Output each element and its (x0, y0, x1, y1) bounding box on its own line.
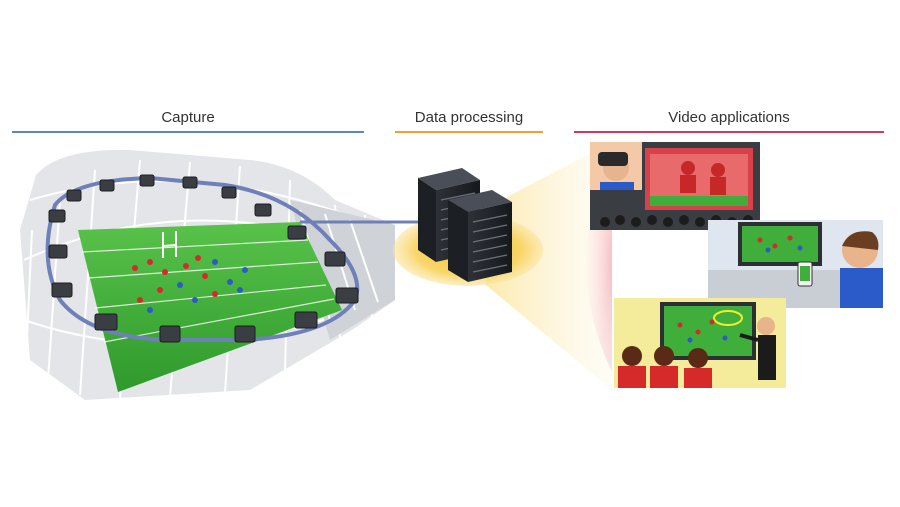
camera-icon (221, 186, 237, 199)
camera-icon (159, 325, 181, 343)
camera-icon (51, 282, 73, 298)
camera-icon (294, 311, 318, 329)
camera-icon (254, 203, 272, 217)
camera-icon (335, 287, 359, 304)
camera-icon (324, 251, 346, 267)
data-beam (486, 142, 612, 390)
camera-icon (182, 176, 198, 189)
video-applications-underline (574, 131, 884, 133)
vr-headset-icon (598, 152, 628, 166)
camera-icon (139, 174, 155, 187)
camera-icon (66, 189, 82, 202)
camera-icon (99, 179, 115, 192)
data-processing-underline (395, 131, 543, 133)
video-applications-title: Video applications (668, 109, 790, 126)
data-processing-title: Data processing (414, 109, 524, 126)
display-icon (664, 306, 752, 356)
players (132, 255, 248, 313)
capture-underline (12, 131, 364, 133)
vr-viewing-scene (590, 142, 760, 230)
goal-posts (162, 231, 177, 258)
smartphone-viewing-scene (708, 220, 883, 308)
team-analysis-scene (614, 298, 786, 388)
camera-icon (234, 325, 256, 343)
capture-title: Capture (161, 109, 215, 126)
camera-icon (48, 209, 66, 223)
camera-icon (48, 244, 68, 259)
rugby-pitch (78, 222, 342, 392)
server-icon (448, 190, 512, 282)
camera-icon (94, 313, 118, 331)
display-icon (742, 226, 818, 262)
camera-icon (287, 225, 307, 240)
